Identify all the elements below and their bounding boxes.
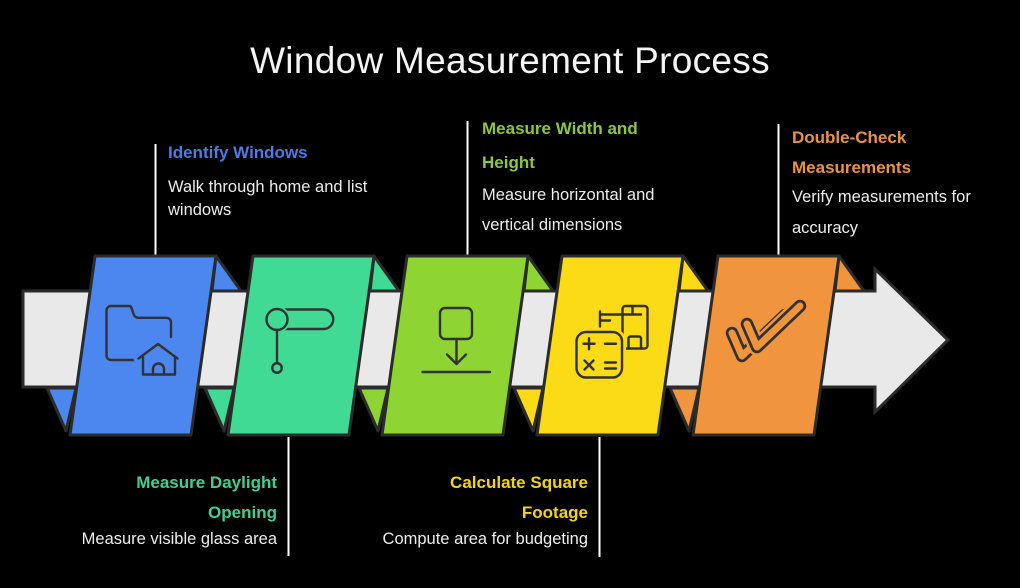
step-5-fold-bottom — [668, 386, 701, 433]
step-2-label: Measure Daylight Opening Measure visible… — [82, 468, 277, 551]
receipt-sheet — [621, 304, 649, 350]
step-3-fold-bottom — [357, 386, 390, 433]
step-4-heading: Calculate Square Footage — [450, 473, 588, 522]
folder-shape — [105, 304, 173, 362]
step-2-description: Measure visible glass area — [81, 530, 277, 548]
tape-ring — [271, 362, 283, 374]
step-3-label: Measure Width and Height Measure horizon… — [482, 112, 677, 240]
step-2-banner — [226, 254, 376, 437]
calculator-times — [583, 359, 595, 371]
home-roof — [137, 342, 179, 360]
connector-lines-bottom — [287, 437, 601, 557]
tape-measure-icon — [263, 306, 335, 374]
step-1-banner — [68, 254, 218, 437]
page-title: Window Measurement Process — [250, 40, 770, 81]
calculator-receipt-icon — [572, 304, 649, 382]
step-4-fold-bottom — [512, 386, 545, 433]
step-1-fold-bottom — [45, 386, 78, 433]
measure-down-icon — [421, 306, 492, 374]
step-5-description: Verify measurements for accuracy — [792, 188, 971, 237]
calculator-equals — [603, 361, 618, 370]
step-3-banner — [380, 254, 530, 437]
step-5-label: Double-Check Measurements Verify measure… — [792, 123, 997, 244]
double-check-icon — [725, 297, 809, 363]
step-1-heading: Identify Windows — [168, 143, 308, 162]
folder-home-icon — [105, 304, 183, 381]
step-4-label: Calculate Square Footage Compute area fo… — [383, 468, 588, 551]
step-1-description: Walk through home and list windows — [168, 178, 368, 219]
step-3-heading: Measure Width and Height — [482, 119, 638, 172]
step-4-description: Compute area for budgeting — [382, 530, 588, 548]
home-halo — [133, 338, 183, 381]
step-3-description: Measure horizontal and vertical dimensio… — [482, 186, 655, 234]
step-5-heading: Double-Check Measurements — [792, 128, 912, 177]
measure-arrowhead — [445, 353, 468, 366]
receipt-corner-marks — [598, 304, 643, 328]
calculator-body — [575, 330, 624, 379]
front-check-inner — [743, 302, 804, 351]
receipt-notch — [627, 335, 643, 350]
home-walls — [141, 356, 177, 376]
step-2-heading: Measure Daylight Opening — [136, 473, 277, 522]
home-door — [151, 362, 166, 376]
calculator-plus — [582, 337, 596, 351]
step-2-fold-bottom — [203, 386, 236, 433]
tape-reel — [265, 307, 289, 332]
step-1-label: Identify Windows Walk through home and l… — [168, 140, 403, 222]
connector-lines-top — [154, 121, 780, 257]
